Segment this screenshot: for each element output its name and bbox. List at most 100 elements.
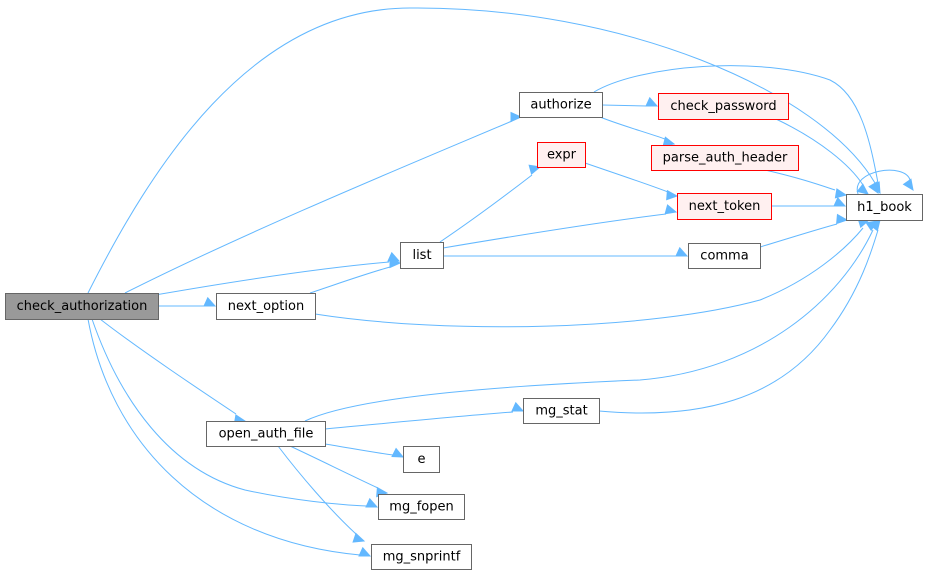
node-label: next_token xyxy=(689,199,761,214)
node-box[interactable] xyxy=(658,93,789,120)
node-box[interactable] xyxy=(403,446,440,473)
edge-expr-to-next-token xyxy=(584,162,679,201)
node-box[interactable] xyxy=(523,398,600,424)
edge-line xyxy=(598,229,879,414)
node-box[interactable] xyxy=(519,92,603,118)
node-mg-stat[interactable]: mg_stat xyxy=(523,398,600,424)
arrowhead-icon xyxy=(856,183,869,195)
node-check-authorization[interactable]: check_authorization xyxy=(5,293,159,320)
edge-line xyxy=(764,169,836,191)
edge-line xyxy=(309,266,391,294)
edge-check-authorization-to-authorize xyxy=(124,111,523,294)
node-list[interactable]: list xyxy=(400,242,444,269)
node-next-option[interactable]: next_option xyxy=(216,293,316,320)
edge-authorize-to-h1-book xyxy=(593,65,881,195)
edge-line xyxy=(324,443,394,456)
node-label: next_option xyxy=(228,299,304,314)
node-e[interactable]: e xyxy=(403,446,440,473)
node-box[interactable] xyxy=(5,293,159,320)
arrowhead-icon xyxy=(389,257,402,269)
edge-line xyxy=(124,120,513,294)
edge-next-option-to-h1-book xyxy=(314,217,871,328)
node-open-auth-file[interactable]: open_auth_file xyxy=(206,421,326,447)
node-mg-fopen[interactable]: mg_fopen xyxy=(378,494,465,520)
edge-line xyxy=(304,229,874,422)
node-expr[interactable]: expr xyxy=(537,142,586,168)
edge-list-to-comma xyxy=(443,246,689,257)
arrowhead-icon xyxy=(834,188,848,199)
edge-list-to-expr xyxy=(439,164,542,243)
node-label: comma xyxy=(700,249,748,264)
edge-list-to-next-token xyxy=(442,204,678,249)
edge-line xyxy=(154,261,390,296)
node-label: expr xyxy=(547,148,577,163)
node-authorize[interactable]: authorize xyxy=(519,92,603,118)
edge-line xyxy=(314,227,864,328)
node-box[interactable] xyxy=(371,544,472,570)
node-box[interactable] xyxy=(537,142,586,168)
arrowhead-icon xyxy=(666,189,679,201)
edge-line xyxy=(324,411,514,430)
edge-authorize-to-check-password xyxy=(601,96,659,107)
edge-line xyxy=(856,169,911,195)
edge-open-auth-file-to-e xyxy=(324,443,405,458)
arrowhead-icon xyxy=(391,447,405,458)
edge-line xyxy=(593,65,879,184)
edge-open-auth-file-to-mg-snprintf xyxy=(277,445,366,543)
node-label: list xyxy=(412,248,431,263)
edge-open-auth-file-to-h1-book xyxy=(304,220,879,422)
arrowhead-icon xyxy=(664,204,678,215)
edge-line xyxy=(87,318,361,556)
arrowhead-icon xyxy=(358,546,372,557)
nodes-layer: check_authorization authorize check_passwo… xyxy=(5,92,923,570)
node-h1-book[interactable]: h1_book xyxy=(846,194,923,221)
arrowhead-icon xyxy=(675,246,689,257)
edge-line xyxy=(442,213,667,249)
node-label: mg_stat xyxy=(535,404,587,419)
node-parse-auth-header[interactable]: parse_auth_header xyxy=(651,145,799,171)
node-next-token[interactable]: next_token xyxy=(677,193,772,220)
node-box[interactable] xyxy=(216,293,316,320)
node-box[interactable] xyxy=(846,194,923,221)
node-box[interactable] xyxy=(400,242,444,269)
node-box[interactable] xyxy=(677,193,772,220)
node-label: open_auth_file xyxy=(219,427,314,442)
edges-layer xyxy=(87,7,914,557)
arrowhead-icon xyxy=(510,111,523,123)
node-label: authorize xyxy=(530,98,591,113)
arrowhead-icon xyxy=(352,532,366,543)
node-label: check_authorization xyxy=(17,299,148,314)
node-box[interactable] xyxy=(206,421,326,447)
node-mg-snprintf[interactable]: mg_snprintf xyxy=(371,544,472,570)
arrowhead-icon xyxy=(833,196,847,207)
node-label: h1_book xyxy=(857,200,912,215)
arrowhead-icon xyxy=(662,136,676,147)
arrowhead-icon xyxy=(365,497,379,508)
node-label: e xyxy=(418,452,426,467)
arrowhead-icon xyxy=(511,401,525,412)
node-label: mg_snprintf xyxy=(383,550,461,565)
edge-h1-book-to-h1-book xyxy=(856,169,914,195)
edge-check-authorization-to-list xyxy=(154,251,401,296)
node-box[interactable] xyxy=(688,243,761,269)
edge-mg-stat-to-h1-book xyxy=(598,219,881,414)
edge-line xyxy=(775,118,864,186)
arrowhead-icon xyxy=(645,96,659,107)
edge-authorize-to-parse-auth-header xyxy=(599,116,676,147)
edge-open-auth-file-to-mg-stat xyxy=(324,401,525,430)
edge-line xyxy=(91,318,368,507)
node-box[interactable] xyxy=(378,494,465,520)
edge-line xyxy=(99,318,237,415)
edge-parse-auth-header-to-h1-book xyxy=(764,169,848,199)
node-check-password[interactable]: check_password xyxy=(658,93,789,120)
edge-line xyxy=(759,223,838,248)
node-box[interactable] xyxy=(651,145,799,171)
node-comma[interactable]: comma xyxy=(688,243,761,269)
arrowhead-icon xyxy=(869,219,881,232)
edge-check-authorization-to-mg-fopen xyxy=(91,318,379,508)
edge-next-token-to-h1-book xyxy=(771,196,847,207)
edge-open-auth-file-to-mg-fopen xyxy=(289,445,389,498)
arrowhead-icon xyxy=(203,296,217,307)
node-label: check_password xyxy=(670,99,776,114)
